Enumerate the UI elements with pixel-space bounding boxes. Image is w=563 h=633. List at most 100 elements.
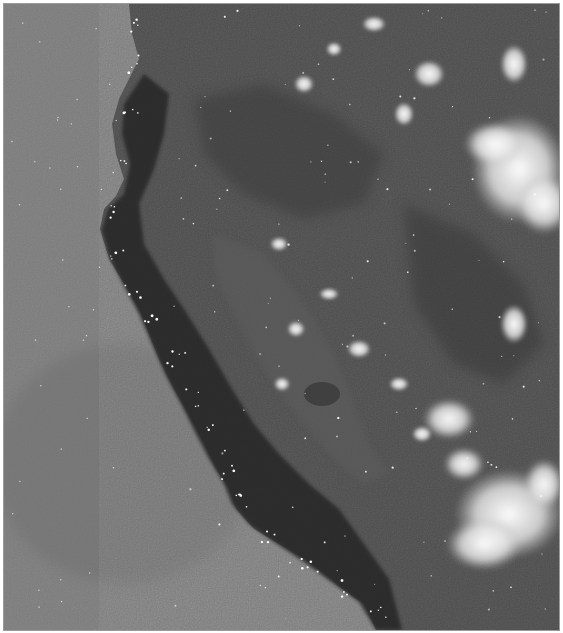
light-dot — [259, 584, 262, 587]
light-dot — [209, 137, 212, 140]
city-lights — [11, 9, 547, 619]
light-dot — [122, 249, 125, 252]
light-dot — [207, 428, 210, 432]
light-dot — [218, 523, 221, 526]
light-dot — [542, 58, 545, 61]
light-dot — [538, 379, 541, 382]
light-dot — [430, 575, 432, 577]
light-dot — [204, 96, 206, 98]
light-dot — [173, 305, 175, 308]
light-dot — [123, 160, 126, 162]
light-dot — [131, 108, 134, 111]
light-dot — [498, 316, 501, 319]
light-dot — [273, 533, 276, 536]
light-dot — [18, 204, 21, 206]
light-dot — [194, 164, 197, 167]
light-dot — [332, 78, 335, 81]
light-dot — [478, 259, 480, 261]
light-dot — [38, 589, 40, 591]
light-dot — [391, 466, 394, 469]
highland-plateau — [214, 234, 389, 484]
light-dot — [124, 284, 127, 287]
light-dot — [182, 217, 185, 220]
light-dot — [229, 110, 232, 112]
light-dot — [487, 608, 490, 611]
light-dot — [533, 193, 536, 196]
light-dot — [304, 437, 307, 440]
light-dot — [544, 608, 546, 610]
light-dot — [412, 234, 415, 236]
light-dot — [384, 354, 386, 356]
light-dot — [76, 166, 79, 168]
light-dot — [346, 345, 349, 348]
light-dot — [216, 208, 218, 210]
light-dot — [139, 296, 142, 299]
light-dot — [340, 595, 344, 598]
light-dot — [76, 98, 78, 101]
light-dot — [357, 161, 359, 163]
light-dot — [278, 365, 280, 367]
light-dot — [114, 251, 117, 254]
light-dot — [264, 587, 267, 589]
amazon-basin — [194, 84, 384, 219]
light-dot — [223, 449, 226, 452]
light-dot — [511, 418, 514, 420]
light-dot — [448, 203, 451, 205]
light-dot — [194, 405, 197, 408]
light-dot — [120, 159, 122, 162]
light-dot — [135, 18, 138, 21]
light-dot — [171, 365, 174, 368]
light-dot — [510, 586, 512, 589]
light-dot — [231, 464, 233, 467]
light-dot — [130, 30, 133, 33]
light-dot — [451, 308, 453, 310]
light-dot — [70, 123, 73, 125]
light-dot — [206, 426, 208, 428]
light-dot — [487, 461, 489, 464]
light-dot — [135, 290, 139, 293]
light-dot — [178, 353, 180, 355]
light-dot — [38, 606, 40, 608]
light-dot — [110, 205, 112, 207]
light-dot — [309, 560, 313, 563]
light-dot — [304, 393, 306, 395]
light-dot — [316, 570, 319, 573]
light-dot — [300, 557, 303, 561]
light-dot — [399, 95, 402, 98]
light-dot — [324, 181, 326, 183]
light-dot — [413, 249, 416, 252]
light-dot — [212, 284, 215, 287]
light-dot — [344, 535, 346, 537]
light-dot — [125, 162, 127, 165]
light-dot — [488, 117, 491, 119]
light-dot — [513, 355, 515, 357]
light-dot — [406, 271, 409, 274]
light-dot — [109, 83, 111, 86]
light-dot — [155, 317, 159, 321]
light-dot — [236, 9, 239, 12]
light-dot — [171, 350, 174, 353]
light-dot — [340, 579, 344, 582]
light-dot — [112, 210, 115, 214]
light-dot — [111, 258, 113, 260]
light-dot — [110, 255, 112, 257]
light-dot — [60, 579, 62, 581]
light-dot — [320, 160, 323, 163]
light-dot — [323, 541, 326, 544]
light-dot — [534, 9, 536, 11]
light-dot — [471, 178, 474, 181]
light-dot — [501, 355, 503, 358]
light-dot — [545, 11, 547, 13]
light-dot — [127, 71, 131, 75]
light-dot — [39, 41, 41, 43]
light-dot — [336, 569, 338, 572]
light-dot — [475, 430, 478, 432]
light-dot — [492, 590, 495, 592]
light-dot — [265, 530, 269, 533]
light-dot — [317, 63, 320, 66]
light-dot — [298, 319, 300, 321]
light-dot — [34, 339, 37, 341]
light-dot — [137, 112, 139, 114]
light-dot — [538, 322, 540, 324]
light-dot — [342, 591, 345, 593]
